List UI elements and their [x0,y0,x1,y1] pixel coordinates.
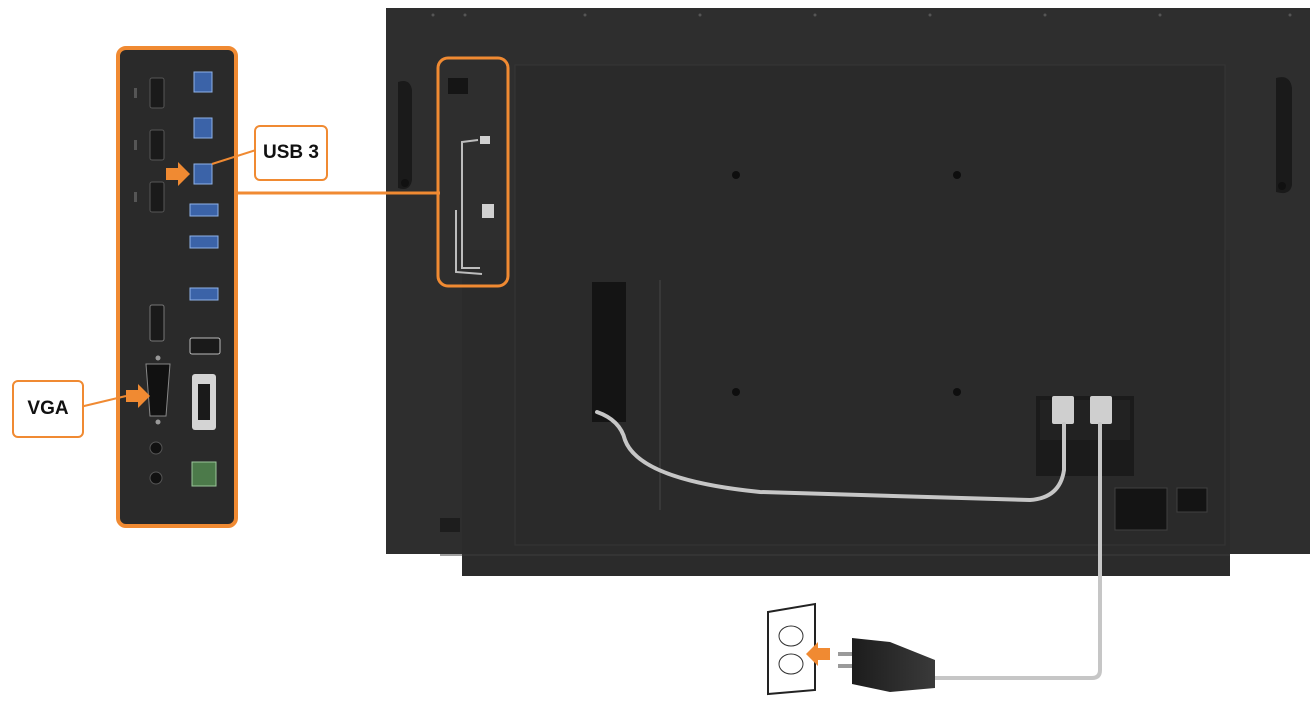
port-area-highlight [436,56,510,288]
usb3-ports-column [189,71,219,301]
handle-left [398,81,412,189]
dvi-port [192,374,216,430]
monitor-rear-view [386,8,1310,576]
monitor-top-screws [431,13,1292,17]
zoomed-port-panel [116,46,238,528]
cable-slot [592,282,626,422]
audio-jack [149,471,163,485]
power-connector-left [1052,396,1074,424]
hdmi-ports [149,77,165,213]
vga-leader [79,395,127,408]
power-cable [928,422,1102,680]
displayport [189,337,221,355]
ethernet-port [191,461,217,487]
vesa-mount-holes [732,171,961,396]
usb3-port [189,203,219,217]
handle-right [1276,77,1292,194]
qr-label [1176,487,1208,513]
vga-callout-label: VGA [12,380,84,438]
wall-outlet-icon [767,602,816,696]
vga-port [145,355,171,425]
power-plug-icon [838,638,935,692]
usb3-port [193,163,213,185]
arrow-right-icon [806,642,830,666]
power-inlet-area [1036,396,1134,476]
usb3-port [189,287,219,301]
usb3-callout-label: USB 3 [254,125,328,181]
arrow-right-icon [126,384,150,408]
rating-label [1114,487,1168,531]
usb3-port [193,71,213,93]
usb3-port [193,117,213,139]
internal-cable [595,410,1066,503]
power-connector-right [1090,396,1112,424]
arrow-right-icon [166,162,190,186]
usb3-leader [211,149,257,165]
usb3-port [189,235,219,249]
audio-jack [149,441,163,455]
